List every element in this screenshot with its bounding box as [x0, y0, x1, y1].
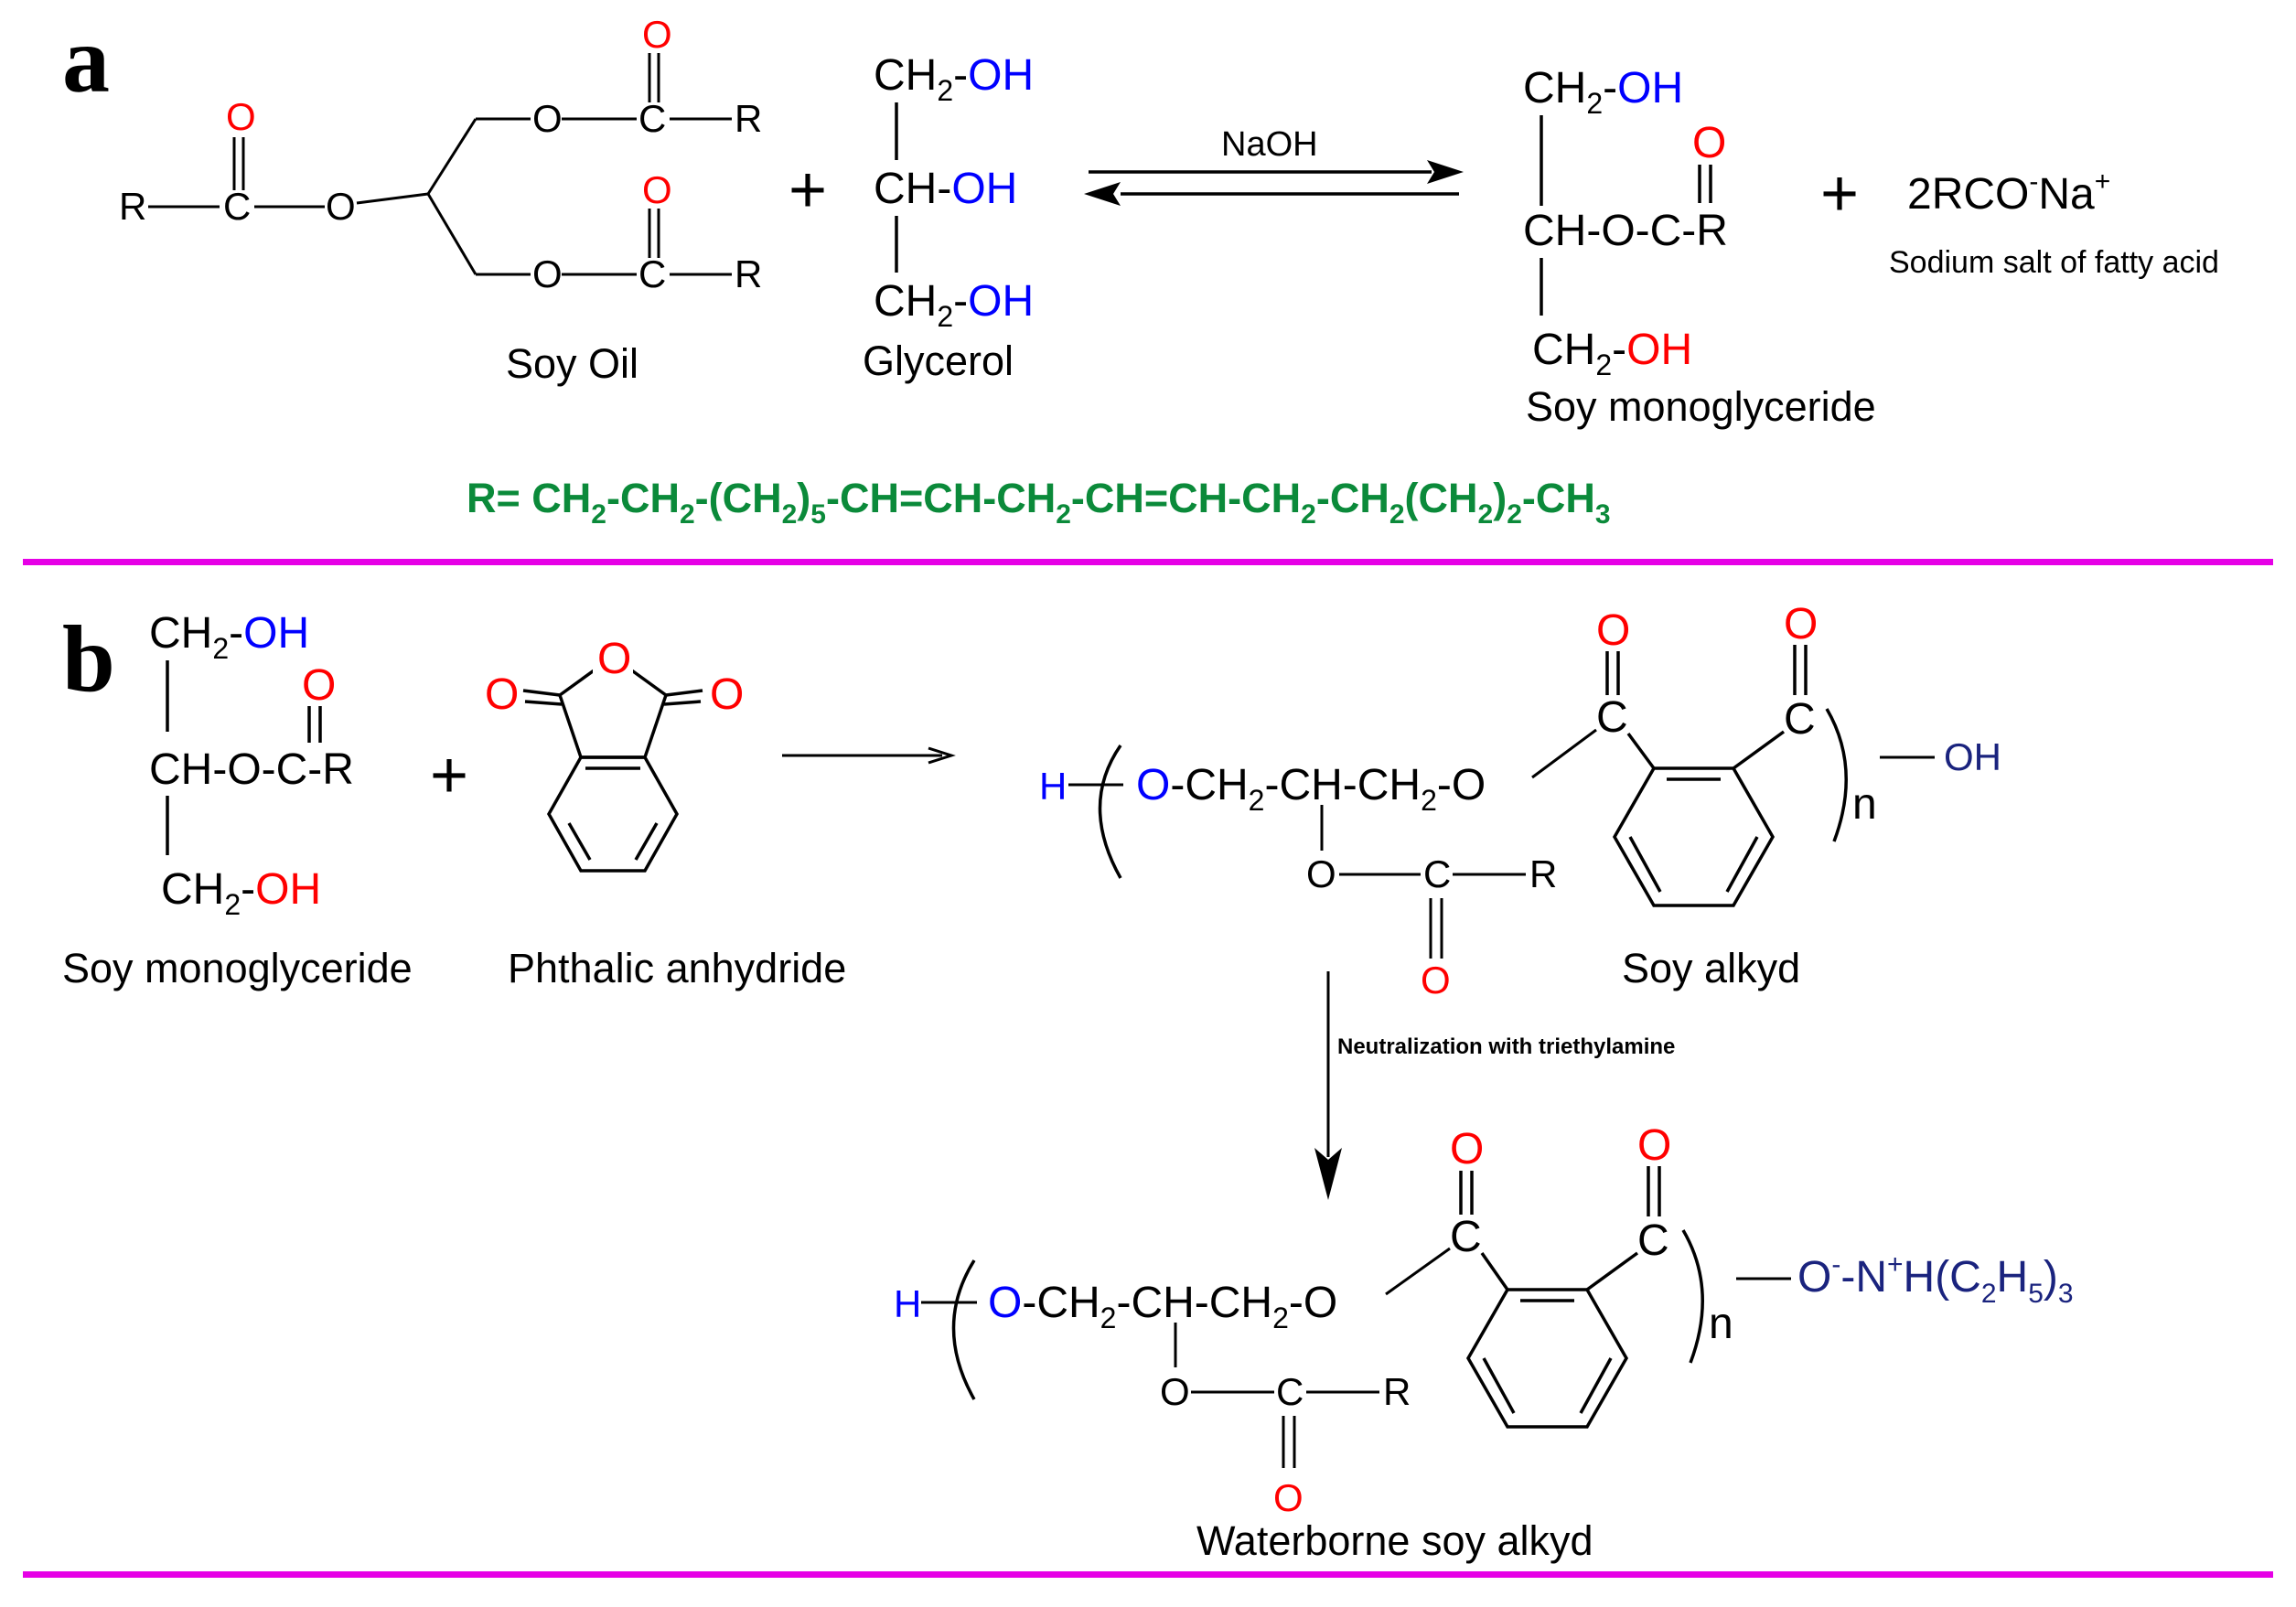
soy-oil-ester-o-top: O [532, 97, 563, 140]
svg-text:O: O [1784, 600, 1818, 648]
svg-text:C: C [1637, 1216, 1669, 1265]
svg-text:CH2-OH: CH2-OH [149, 609, 309, 665]
svg-text:O: O [1450, 1125, 1484, 1173]
svg-text:CH2-OH: CH2-OH [874, 51, 1034, 107]
svg-text:CH2-OH: CH2-OH [161, 865, 321, 921]
svg-text:n: n [1852, 780, 1877, 829]
svg-text:C: C [1450, 1213, 1482, 1261]
svg-text:R: R [1383, 1370, 1411, 1413]
soy-oil-carbonyl-o-top: O [642, 13, 672, 56]
plus-sign-a2: + [1820, 157, 1859, 230]
svg-text:O: O [710, 670, 744, 719]
soy-oil-c-top: C [638, 97, 666, 140]
svg-text:O: O [1421, 959, 1451, 1002]
waterborne-soy-alkyd-label: Waterborne soy alkyd [1196, 1517, 1593, 1564]
catalyst-naoh: NaOH [1221, 125, 1318, 164]
sodium-salt-label: Sodium salt of fatty acid [1889, 245, 2219, 280]
svg-text:O: O [1596, 606, 1630, 655]
svg-text:O: O [1273, 1476, 1304, 1519]
svg-text:C: C [1276, 1370, 1304, 1413]
svg-text:O: O [1160, 1370, 1190, 1413]
svg-text:CH-OH: CH-OH [874, 165, 1017, 213]
soy-oil-carbonyl-o-left: O [226, 95, 256, 138]
svg-text:O-CH2-CH-CH2-O: O-CH2-CH-CH2-O [988, 1279, 1337, 1334]
equilibrium-arrow [1084, 160, 1464, 206]
phthalic-anhydride-structure: O O O [485, 635, 744, 873]
soy-oil-ester-o-bottom: O [532, 252, 563, 295]
soy-oil-ester-o-mid: O [326, 185, 356, 228]
soy-alkyd-structure: H O-CH2-CH-CH2-O O C O R C O C O n OH [1039, 600, 2001, 1002]
svg-text:C: C [1784, 695, 1816, 744]
soy-monoglyceride-a-label: Soy monoglyceride [1526, 383, 1876, 430]
phthalic-anhydride-label: Phthalic anhydride [508, 945, 846, 991]
panel-b-label: b [62, 606, 115, 712]
svg-text:O: O [597, 635, 631, 683]
waterborne-soy-alkyd-structure: H O-CH2-CH-CH2-O O C O R C O C O n O--N+… [894, 1121, 2074, 1519]
svg-text:O--N+H(C2H5)3: O--N+H(C2H5)3 [1797, 1249, 2074, 1309]
soy-monoglyceride-b-structure: CH2-OH O CH-O-C-R CH2-OH [149, 609, 354, 921]
plus-sign-a1: + [789, 154, 827, 227]
soy-oil-r-top: R [735, 97, 762, 140]
svg-text:O: O [1306, 852, 1336, 895]
soy-oil-structure: R C O O O C O R O C O R [119, 13, 762, 295]
svg-text:O-CH2-CH-CH2-O: O-CH2-CH-CH2-O [1136, 761, 1486, 817]
neutralization-label: Neutralization with triethylamine [1337, 1034, 1675, 1059]
glycerol-structure: CH2-OH CH-OH CH2-OH [874, 51, 1034, 333]
glycerol-label: Glycerol [863, 337, 1014, 384]
svg-text:OH: OH [1944, 735, 2001, 778]
plus-sign-b: + [430, 739, 468, 812]
svg-text:CH2-OH: CH2-OH [874, 277, 1034, 333]
soy-oil-label: Soy Oil [506, 340, 638, 387]
svg-text:CH-O-C-R: CH-O-C-R [1523, 207, 1728, 255]
soy-oil-carbonyl-o-bottom: O [642, 168, 672, 211]
svg-text:H: H [1039, 765, 1067, 808]
svg-text:C: C [1423, 852, 1451, 895]
svg-text:C: C [1596, 693, 1628, 742]
svg-text:O: O [1637, 1121, 1671, 1170]
soy-oil-c-left: C [223, 185, 251, 228]
soy-monoglyceride-a-structure: CH2-OH O CH-O-C-R CH2-OH [1523, 64, 1728, 381]
svg-text:O: O [302, 661, 336, 710]
svg-text:O: O [1692, 119, 1726, 167]
r-group-definition: R= CH2-CH2-(CH2)5-CH=CH-CH2-CH=CH-CH2-CH… [467, 475, 1611, 530]
svg-text:CH2-OH: CH2-OH [1532, 326, 1692, 381]
soy-oil-r-bottom: R [735, 252, 762, 295]
svg-text:n: n [1709, 1300, 1733, 1348]
soy-alkyd-label: Soy alkyd [1622, 945, 1800, 991]
svg-text:CH-O-C-R: CH-O-C-R [149, 745, 354, 794]
svg-text:H: H [894, 1282, 921, 1325]
panel-a-label: a [62, 7, 110, 112]
svg-text:CH2-OH: CH2-OH [1523, 64, 1683, 120]
reaction-arrow-b [782, 746, 956, 765]
divider-bottom [23, 1571, 2273, 1578]
soy-monoglyceride-b-label: Soy monoglyceride [62, 945, 413, 991]
soy-oil-c-bottom: C [638, 252, 666, 295]
svg-text:O: O [485, 670, 519, 719]
soy-oil-r-left: R [119, 185, 146, 228]
neutralization-arrow [1314, 971, 1342, 1200]
sodium-salt-formula: 2RCO-Na+ [1907, 166, 2110, 219]
divider-top [23, 559, 2273, 565]
svg-text:R: R [1529, 852, 1557, 895]
